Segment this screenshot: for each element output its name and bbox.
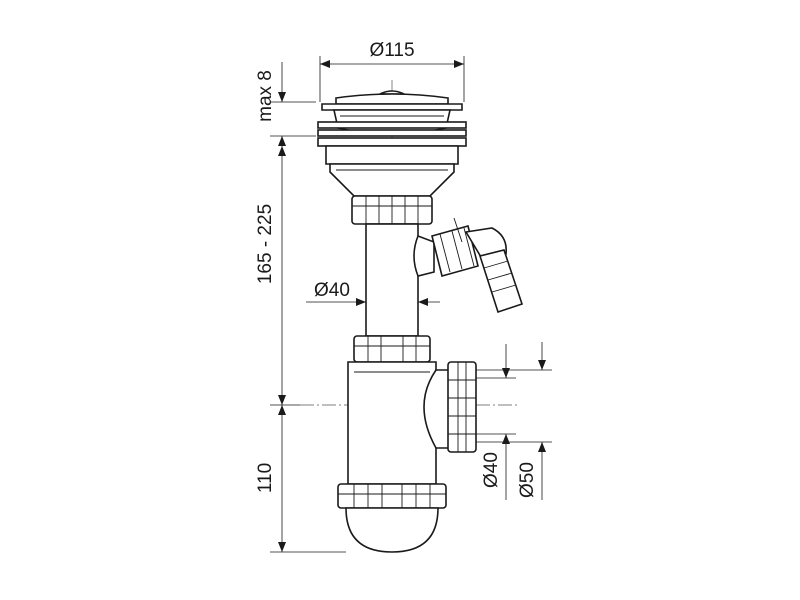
label-trap-height: 110 [255, 463, 276, 493]
label-flange-height: max 8 [255, 70, 276, 122]
label-top-diameter: Ø115 [369, 40, 414, 61]
trap-outlet [423, 361, 477, 453]
dimension-outlet-large [476, 342, 552, 500]
vertical-pipe [365, 223, 419, 337]
trap-body [347, 361, 437, 485]
label-pipe-length: 165 - 225 [255, 204, 276, 284]
label-pipe-diameter: Ø40 [314, 280, 350, 301]
dimension-top-diameter [319, 56, 465, 102]
funnel-body [325, 145, 459, 197]
sink-flange [317, 121, 467, 147]
hose-connector [413, 217, 524, 314]
dimension-outlet-small [476, 344, 516, 500]
label-outlet-small: Ø40 [481, 452, 502, 488]
label-outlet-large: Ø50 [517, 462, 538, 498]
lower-pipe-nut [353, 335, 431, 363]
trap-bottom-nut [337, 483, 447, 509]
trap-bottom-cup [345, 507, 439, 553]
dimension-trap-height [270, 405, 346, 553]
dimension-pipe-length [270, 146, 300, 406]
dimension-pipe-diameter [306, 298, 440, 306]
dimension-flange-height [270, 62, 316, 146]
upper-nut [351, 195, 433, 225]
